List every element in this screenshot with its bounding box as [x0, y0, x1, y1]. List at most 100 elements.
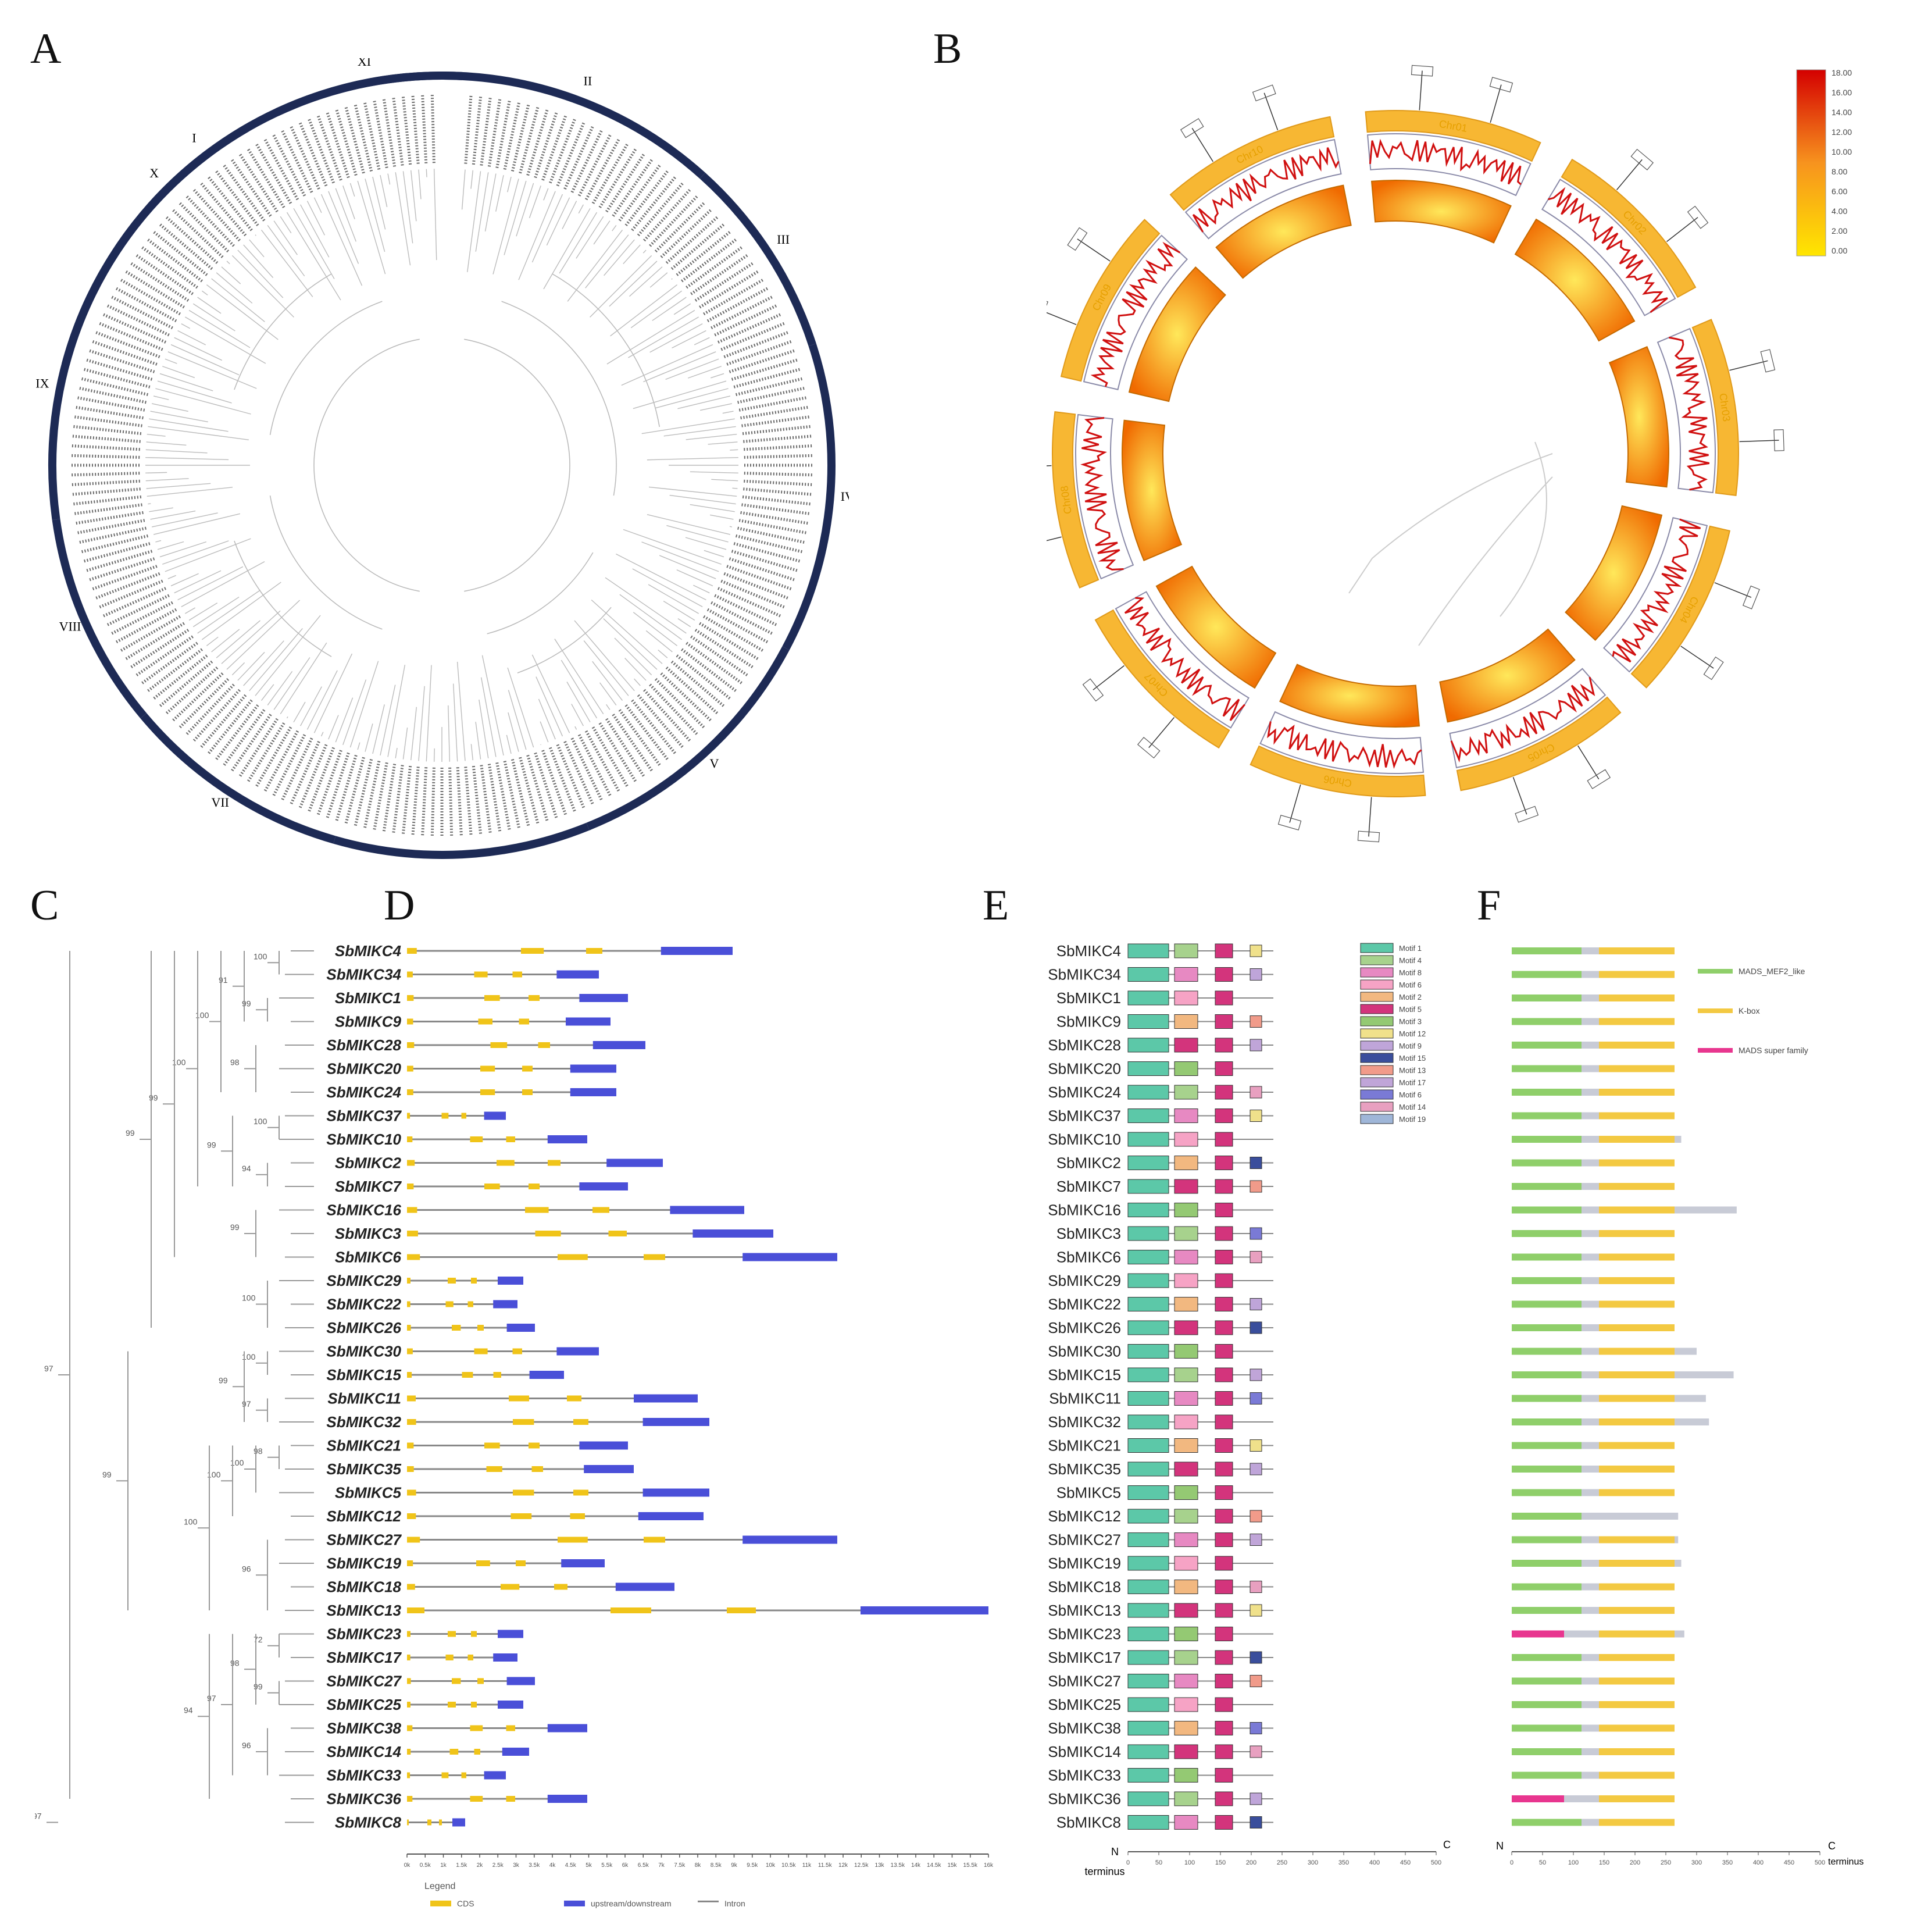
motif-block: [1250, 1086, 1262, 1099]
motif-legend-label: Motif 4: [1399, 956, 1422, 965]
tree-branch: [145, 457, 229, 461]
f-axis-tick-label: 200: [1630, 1859, 1640, 1866]
tree-branch: [508, 690, 527, 750]
tree-branch: [642, 249, 647, 254]
gene-name-label: SbMIKC36: [1048, 1790, 1121, 1808]
bootstrap-value: 100: [230, 1458, 244, 1467]
gene-name-label: SbMIKC13: [1048, 1602, 1121, 1619]
synteny-link: [1348, 453, 1553, 594]
cds-block: [461, 1772, 466, 1778]
leaf-label: [134, 635, 194, 678]
motif-block: [1215, 1580, 1233, 1594]
gene-name-label: SbMIKC27: [1048, 1673, 1121, 1690]
tree-branch: [604, 239, 635, 276]
cds-block: [554, 1584, 567, 1590]
motif-block: [1250, 1792, 1262, 1805]
tree-branch: [605, 577, 687, 634]
bootstrap-value: 96: [242, 1741, 251, 1750]
tree-branch: [177, 566, 244, 601]
motif-block: [1215, 1414, 1233, 1430]
gene-name-label: SbMIKC35: [326, 1460, 401, 1478]
heatmap-track: [1279, 664, 1420, 728]
leaf-label: [703, 615, 765, 653]
e-axis-tick-label: 250: [1277, 1859, 1287, 1866]
chromosome-band: [1052, 411, 1099, 589]
motif-block: [1174, 1744, 1198, 1759]
motif-block: [1215, 1509, 1233, 1524]
leaf-label: [401, 765, 412, 836]
gene-callout: [1093, 665, 1125, 690]
leaf-label: [82, 542, 151, 564]
density-track: [1657, 327, 1716, 494]
leaf-label: [699, 622, 760, 661]
cds-block: [407, 1113, 410, 1119]
tree-branch: [206, 636, 219, 647]
leaf-label: [97, 321, 163, 351]
tree-branch: [402, 728, 408, 760]
tree-arc: [269, 301, 383, 436]
leaf-label: [263, 730, 299, 793]
domain-block: [1512, 1795, 1564, 1802]
tree-branch: [507, 176, 512, 193]
utr-block: [502, 1748, 529, 1756]
clade-arc: [140, 713, 336, 844]
domain-block: [1599, 1253, 1675, 1261]
tree-arc: [234, 540, 332, 657]
cds-block: [407, 1207, 417, 1213]
motif-legend-label: Motif 15: [1399, 1054, 1426, 1063]
leaf-label: [577, 133, 612, 197]
tree-branch: [531, 194, 563, 263]
tree-branch: [387, 173, 391, 185]
tree-branch: [655, 388, 729, 409]
tree-branch: [531, 654, 570, 733]
leaf-label: [334, 108, 358, 176]
tree-branch: [669, 494, 736, 505]
f-axis-tick-label: 500: [1815, 1859, 1825, 1866]
leaf-label: [665, 666, 720, 716]
d-axis-tick-label: 1k: [440, 1862, 447, 1869]
e-axis-tick-label: 300: [1308, 1859, 1318, 1866]
tree-branch: [148, 426, 249, 440]
leaf-label: [363, 761, 381, 830]
gene-callout: [1666, 217, 1698, 243]
gene-name-label: SbMIKC38: [1048, 1720, 1121, 1737]
clade-label: III: [777, 232, 790, 247]
tree-branch: [612, 224, 617, 231]
structure-legend-swatch: [430, 1901, 451, 1906]
motif-block: [1174, 1273, 1198, 1288]
bootstrap-value: 100: [242, 1352, 256, 1361]
motif-block: [1215, 1391, 1233, 1406]
color-scale-tick: 0.00: [1832, 246, 1847, 255]
domain-block: [1599, 1324, 1675, 1331]
cds-block: [471, 1702, 477, 1708]
tree-branch: [456, 661, 466, 761]
leaf-label: [382, 764, 397, 833]
motif-block: [1174, 1320, 1198, 1335]
tree-branch: [628, 316, 699, 358]
tree-branch: [665, 358, 719, 380]
clade-arc: [48, 268, 108, 521]
tree-branch: [387, 665, 406, 757]
motif-block: [1127, 1414, 1169, 1430]
domain-block: [1512, 1230, 1582, 1237]
synteny-link: [1418, 476, 1553, 646]
clade-arc: [333, 822, 590, 859]
tree-branch: [677, 618, 691, 628]
leaf-label: [119, 615, 181, 653]
leaf-label: [737, 526, 806, 544]
gene-name-label: SbMIKC14: [1048, 1743, 1121, 1760]
motif-block: [1215, 1603, 1233, 1618]
tree-branch: [495, 174, 504, 212]
leaf-label: [503, 101, 521, 170]
cds-block: [439, 1819, 442, 1826]
gene-callout: [1729, 360, 1768, 371]
tree-branch: [349, 661, 379, 748]
leaf-label: [134, 253, 194, 295]
tree-branch: [145, 472, 167, 474]
tree-branch: [237, 249, 284, 298]
leaf-label: [612, 714, 654, 773]
tree-branch: [306, 201, 326, 236]
leaf-label: [391, 765, 404, 835]
motif-block: [1250, 1510, 1262, 1523]
domain-block: [1512, 994, 1582, 1001]
